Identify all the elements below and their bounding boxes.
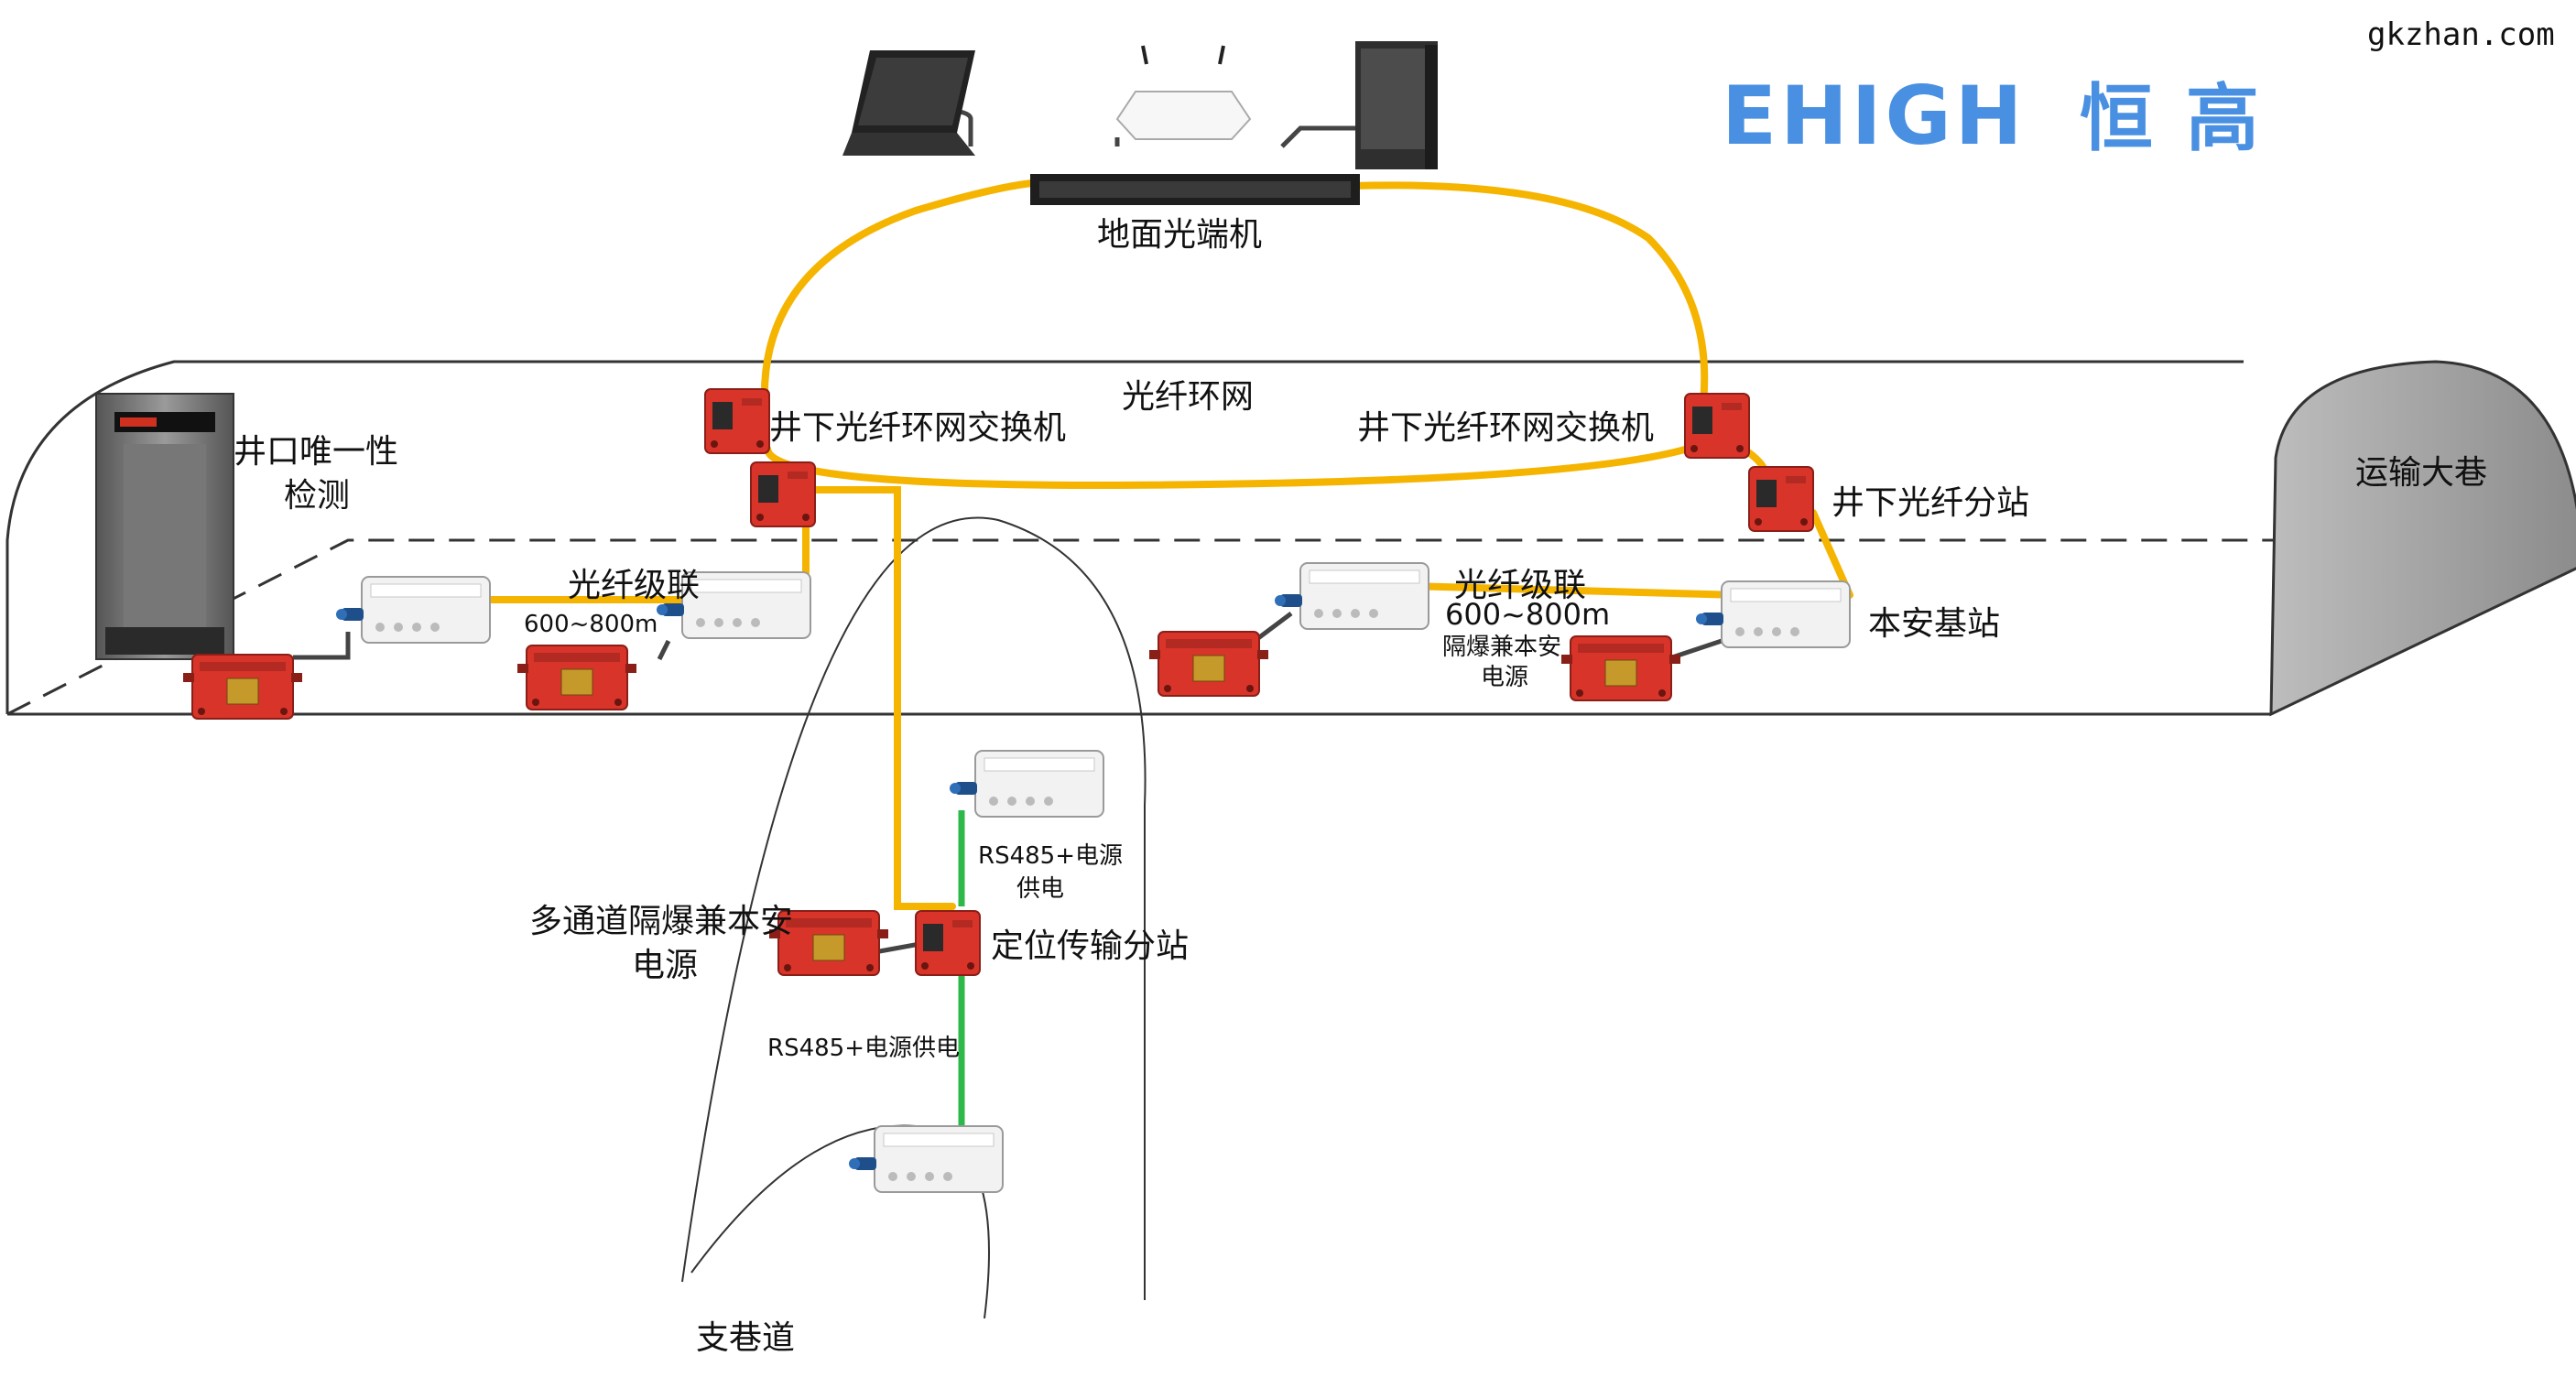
base-station-label: 本安基站	[1868, 605, 2001, 643]
red-psu-1-icon	[182, 654, 303, 720]
cascade-left-label: 光纤级联	[568, 567, 701, 604]
distance-left-label: 600~800m	[524, 611, 658, 638]
switch-left-lower-icon	[750, 461, 816, 527]
rack-switch-icon	[1030, 174, 1360, 205]
switch-right-label: 井下光纤环网交换机	[1357, 409, 1655, 447]
psu-right-label-line2: 电源	[1481, 664, 1529, 691]
portal-title-line1: 井口唯一性	[234, 433, 399, 471]
switch-left-label: 井下光纤环网交换机	[769, 409, 1067, 447]
red-psu-2-icon	[516, 645, 637, 710]
positioning-substation-icon	[915, 910, 981, 976]
red-psu-3-icon	[1148, 631, 1269, 697]
main-tunnel-outline	[5, 360, 2555, 716]
logo-cjk: 恒 高	[2080, 76, 2263, 161]
router-icon	[1115, 45, 1252, 140]
device-cables	[293, 107, 1723, 955]
switch-left-icon	[704, 388, 770, 454]
multi-psu-label-line1: 多通道隔爆兼本安	[529, 903, 794, 940]
switch-right-icon	[1684, 393, 1750, 459]
logo: EHIGH 恒 高	[1722, 60, 2263, 166]
ring-label: 光纤环网	[1122, 378, 1255, 416]
main-tunnel-label: 运输大巷	[2355, 454, 2488, 492]
cascade-right-label: 光纤级联	[1454, 567, 1587, 604]
substation-icon	[1748, 466, 1814, 532]
positioning-label: 定位传输分站	[991, 927, 1190, 965]
laptop-icon	[842, 50, 975, 156]
server-tower-icon	[1355, 41, 1438, 169]
psu-right-label-line1: 隔爆兼本安	[1442, 634, 1562, 661]
rs485-lower-label: RS485+电源供电	[767, 1035, 960, 1062]
distance-right-label: 600~800m	[1445, 597, 1611, 632]
rs485-upper-line2: 供电	[1016, 875, 1065, 903]
main-tunnel-end-face	[2269, 360, 2576, 717]
ground-terminal-label: 地面光端机	[1097, 216, 1263, 254]
base-station-6-icon	[848, 1125, 1004, 1193]
red-psu-4-icon	[1560, 635, 1681, 701]
rs485-upper-line1: RS485+电源	[978, 842, 1123, 870]
security-gate-icon	[95, 393, 234, 660]
branch-tunnel-label: 支巷道	[696, 1319, 796, 1357]
multi-psu-label-line2: 电源	[632, 947, 699, 984]
logo-latin: EHIGH	[1722, 69, 2027, 163]
fiber-ring	[482, 178, 1853, 910]
base-station-5-icon	[949, 750, 1104, 818]
base-station-1-icon	[335, 576, 491, 644]
portal-title-line2: 检测	[284, 477, 351, 515]
base-station-3-icon	[1274, 562, 1429, 630]
watermark: gkzhan.com	[2367, 16, 2555, 53]
substation-label: 井下光纤分站	[1831, 484, 2030, 522]
